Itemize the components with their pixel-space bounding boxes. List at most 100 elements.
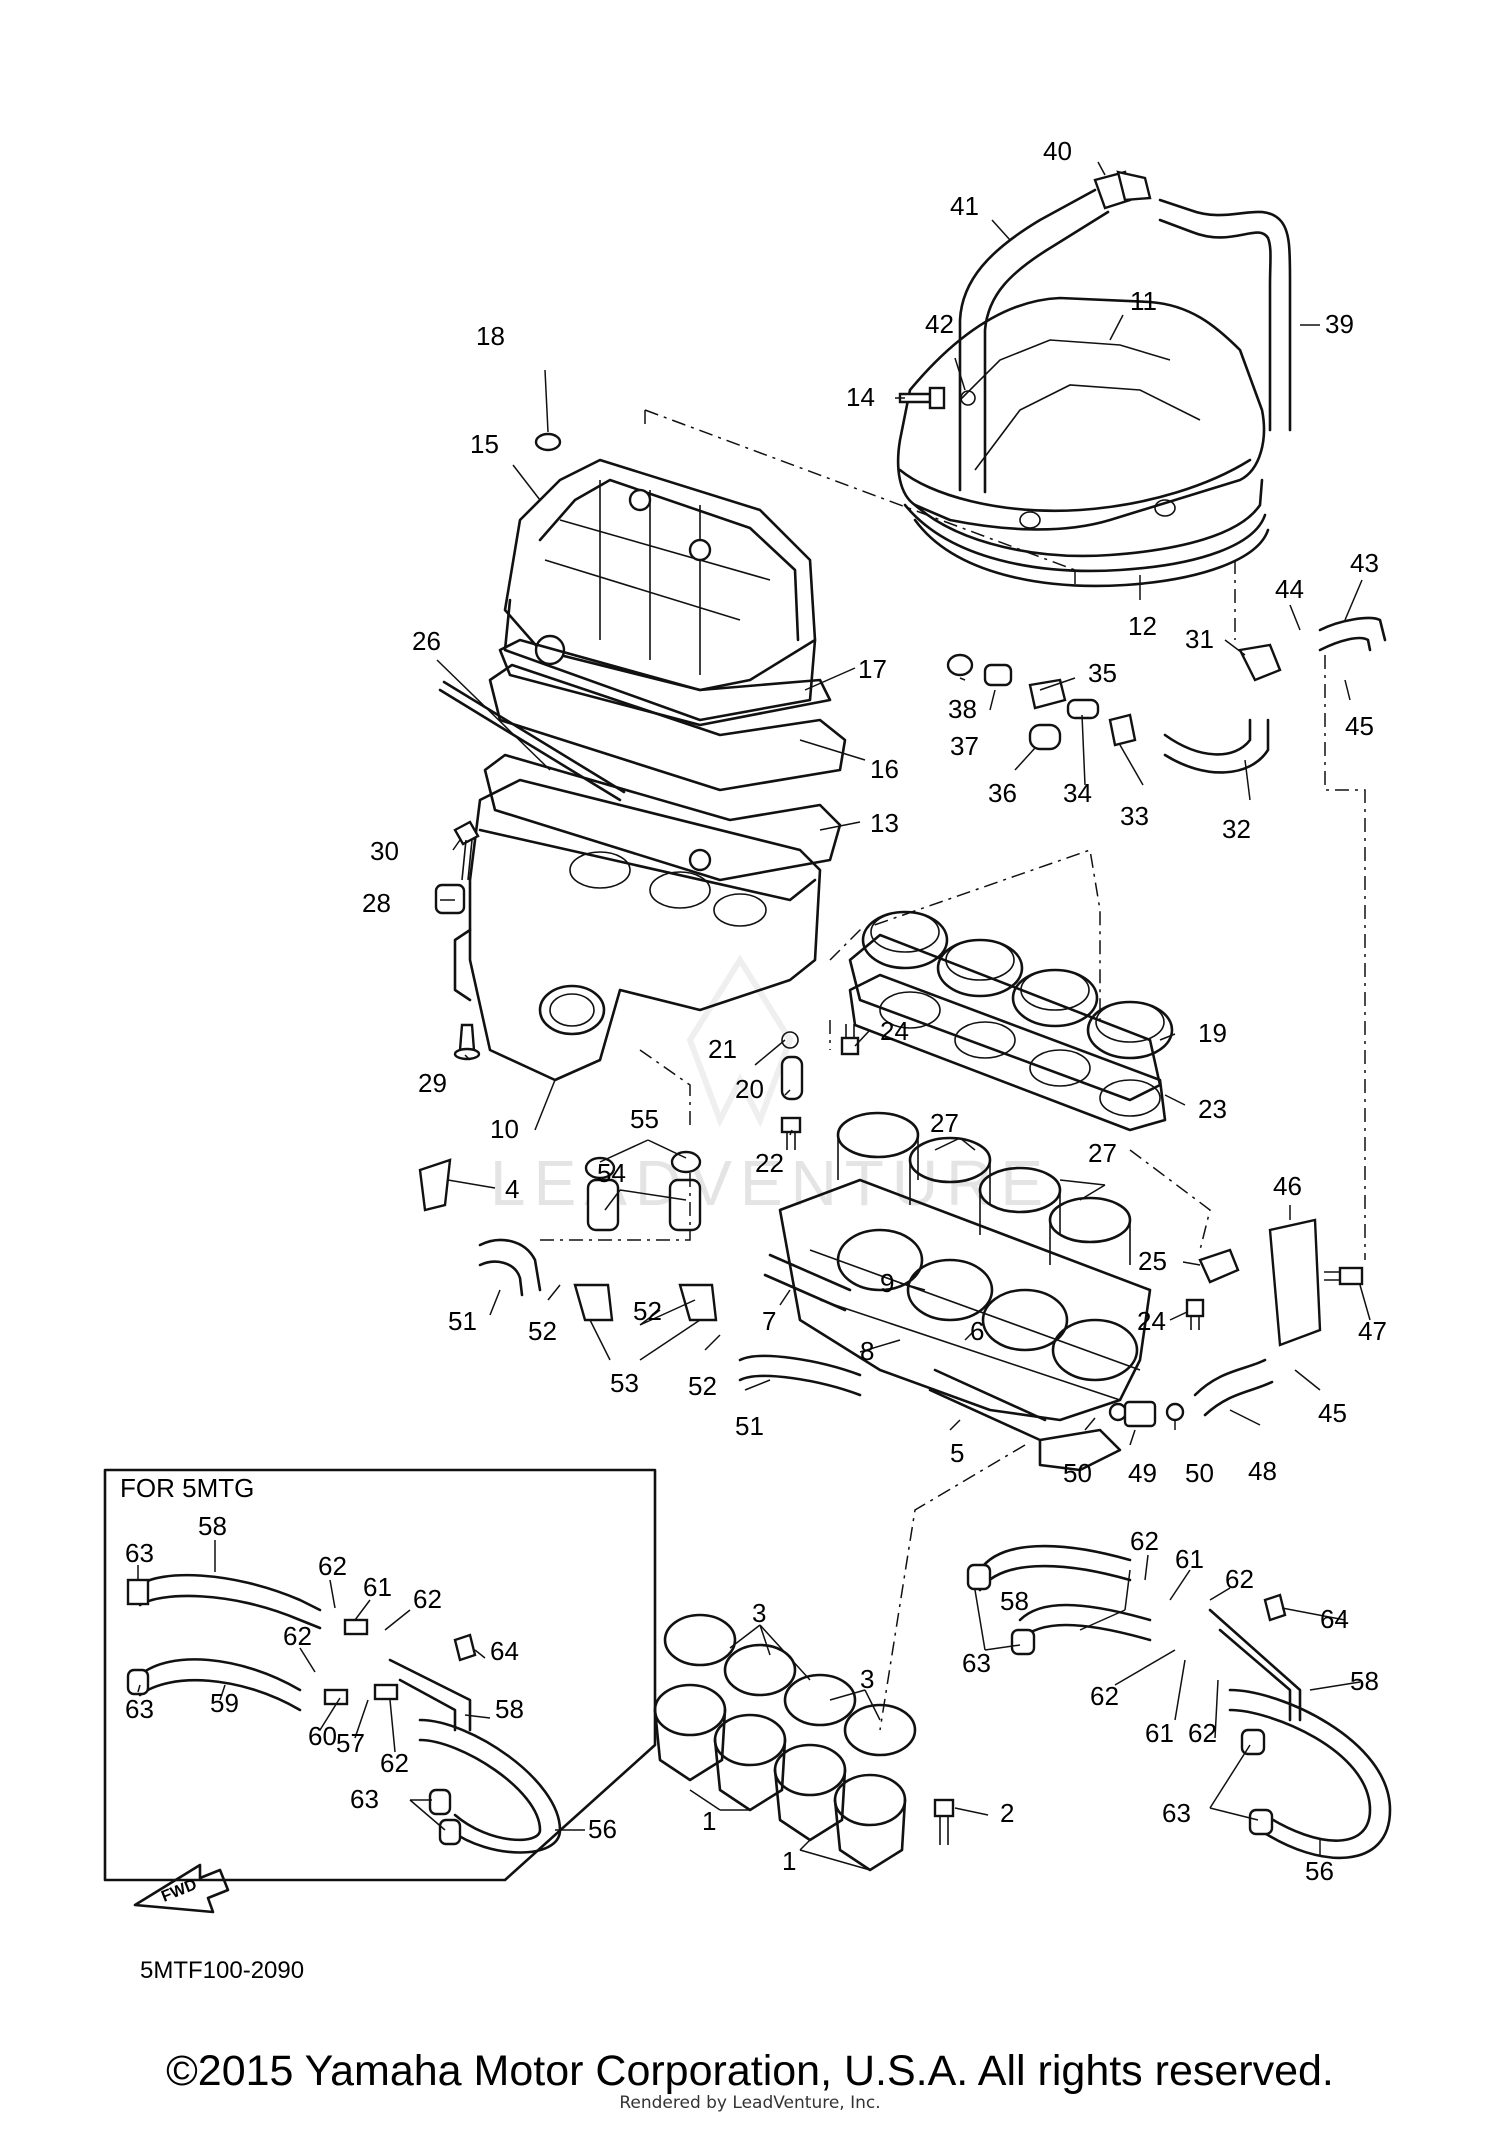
callout-32: 32 xyxy=(1222,814,1251,844)
gasket-16 xyxy=(488,663,847,792)
callout-14: 14 xyxy=(846,382,875,412)
callout-10: 10 xyxy=(490,1114,519,1144)
callout-62h: 62 xyxy=(1188,1718,1217,1748)
callout-39: 39 xyxy=(1325,309,1354,339)
grommet-28 xyxy=(434,883,466,915)
callout-48: 48 xyxy=(1248,1456,1277,1486)
callout-59: 59 xyxy=(210,1688,239,1718)
callout-24a: 24 xyxy=(880,1016,909,1046)
diagram-code: 5MTF100-2090 xyxy=(140,1957,304,1984)
callout-1a: 1 xyxy=(702,1806,716,1836)
callout-50b: 50 xyxy=(1185,1458,1214,1488)
joint-bands-27 xyxy=(836,1111,1132,1265)
callout-35: 35 xyxy=(1088,658,1117,688)
hose-41 xyxy=(958,188,1110,494)
assembly-guide-lines xyxy=(540,409,1366,1731)
air-filter-case-top-15 xyxy=(503,458,817,722)
hose-39 xyxy=(1158,198,1292,432)
callout-27b: 27 xyxy=(1088,1138,1117,1168)
callout-38: 38 xyxy=(948,694,977,724)
callout-45b: 45 xyxy=(1318,1398,1347,1428)
screw-24a xyxy=(840,1024,860,1056)
hose-51a xyxy=(478,1238,542,1297)
callout-52b: 52 xyxy=(633,1296,662,1326)
callout-50a: 50 xyxy=(1063,1458,1092,1488)
parts-52-55 xyxy=(573,1150,718,1322)
watermark-logo xyxy=(686,954,794,1128)
callout-63b: 63 xyxy=(125,1694,154,1724)
callout-34: 34 xyxy=(1063,778,1092,808)
screw-24b xyxy=(1185,1298,1205,1330)
callout-63e: 63 xyxy=(1162,1798,1191,1828)
bracket-25 xyxy=(1198,1248,1240,1284)
callout-24b: 24 xyxy=(1137,1306,1166,1336)
callout-62b: 62 xyxy=(413,1584,442,1614)
callout-63c: 63 xyxy=(350,1784,379,1814)
callout-6: 6 xyxy=(970,1316,984,1346)
callout-29: 29 xyxy=(418,1068,447,1098)
callout-61b: 61 xyxy=(1175,1544,1204,1574)
callout-26: 26 xyxy=(412,626,441,656)
callout-62f: 62 xyxy=(1225,1564,1254,1594)
callout-20: 20 xyxy=(735,1074,764,1104)
callout-62g: 62 xyxy=(1090,1681,1119,1711)
hose-51b xyxy=(738,1354,862,1397)
callout-51a: 51 xyxy=(448,1306,477,1336)
callout-52c: 52 xyxy=(688,1371,717,1401)
callout-44: 44 xyxy=(1275,574,1304,604)
rendered-by-credit: Rendered by LeadVenture, Inc. xyxy=(619,2093,881,2113)
callout-15: 15 xyxy=(470,429,499,459)
copyright-notice: ©2015 Yamaha Motor Corporation, U.S.A. A… xyxy=(166,2047,1334,2095)
gasket-17 xyxy=(498,638,832,727)
callout-21: 21 xyxy=(708,1034,737,1064)
callout-23: 23 xyxy=(1198,1094,1227,1124)
callout-5: 5 xyxy=(950,1438,964,1468)
plug-20 xyxy=(780,1055,804,1101)
hose-5 xyxy=(928,1368,1047,1442)
callout-33: 33 xyxy=(1120,801,1149,831)
callout-61a: 61 xyxy=(363,1572,392,1602)
callout-43: 43 xyxy=(1350,548,1379,578)
callout-4: 4 xyxy=(505,1174,519,1204)
callout-62e: 62 xyxy=(1130,1526,1159,1556)
fwd-arrow-icon xyxy=(133,1863,230,1914)
callout-7: 7 xyxy=(762,1306,776,1336)
hose-7 xyxy=(763,1253,852,1312)
callout-13: 13 xyxy=(870,808,899,838)
callout-18: 18 xyxy=(476,321,505,351)
hose-32 xyxy=(1163,718,1270,774)
callout-40: 40 xyxy=(1043,136,1072,166)
callout-12: 12 xyxy=(1128,611,1157,641)
callout-11: 11 xyxy=(1130,286,1157,316)
callout-30: 30 xyxy=(370,836,399,866)
callout-61c: 61 xyxy=(1145,1718,1174,1748)
parts-49-50 xyxy=(1108,1400,1185,1428)
callout-3b: 3 xyxy=(860,1664,874,1694)
callout-62d: 62 xyxy=(380,1748,409,1778)
container-46 xyxy=(1268,1218,1322,1347)
callout-55: 55 xyxy=(630,1104,659,1134)
callout-62c: 62 xyxy=(283,1621,312,1651)
hose-43 xyxy=(1318,616,1387,652)
callout-41: 41 xyxy=(950,191,979,221)
callout-47: 47 xyxy=(1358,1316,1387,1346)
callout-58c: 58 xyxy=(1000,1586,1029,1616)
seal-12 xyxy=(903,503,1270,588)
callout-57: 57 xyxy=(336,1728,365,1758)
callout-63d: 63 xyxy=(962,1648,991,1678)
right-hose-set xyxy=(966,1544,1392,1860)
inset-box-5mtg xyxy=(103,1468,657,1882)
callout-labels: 40 41 11 39 42 14 18 15 43 44 12 31 26 1… xyxy=(125,136,1387,1886)
sensor-4 xyxy=(418,1158,452,1212)
callout-49: 49 xyxy=(1128,1458,1157,1488)
air-filter-cover xyxy=(896,296,1266,558)
air-filter-case-lower-10 xyxy=(453,778,822,1082)
callout-64b: 64 xyxy=(1320,1604,1349,1634)
leader-lines xyxy=(137,161,1371,1871)
callout-25: 25 xyxy=(1138,1246,1167,1276)
callout-53: 53 xyxy=(610,1368,639,1398)
callout-31: 31 xyxy=(1185,624,1214,654)
callout-1b: 1 xyxy=(782,1846,796,1876)
bolt-30 xyxy=(453,820,480,881)
callout-17: 17 xyxy=(858,654,887,684)
